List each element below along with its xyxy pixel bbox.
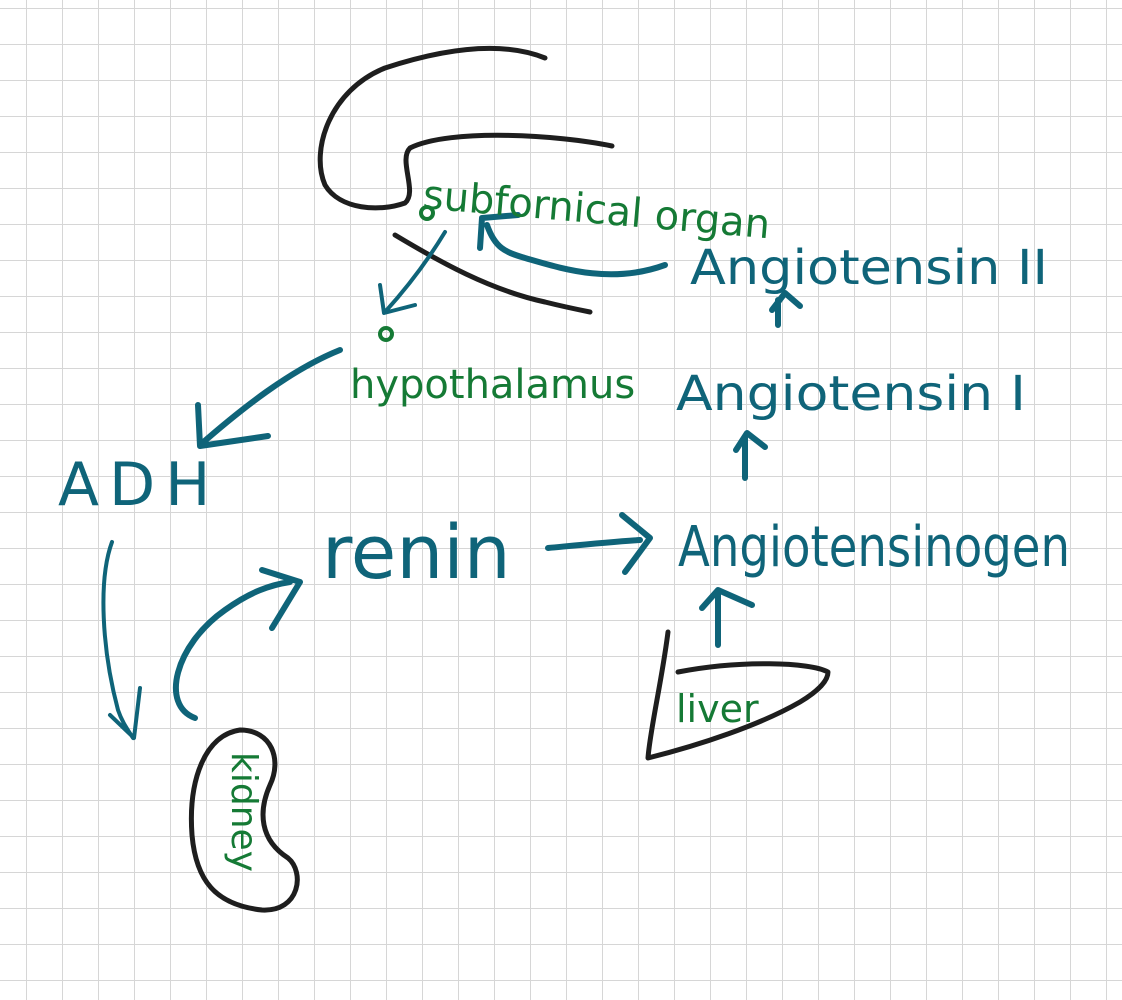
label-angiotensinogen: Angiotensinogen xyxy=(678,515,1070,580)
arrow-subfornical-to-hypothalamus xyxy=(378,230,447,315)
label-subfornical-organ: subfornical organ xyxy=(421,172,772,248)
label-renin: renin xyxy=(322,510,511,596)
arrow-kidney-to-renin xyxy=(172,567,303,721)
arrow-hypothalamus-to-adh xyxy=(195,347,343,449)
subfornical-organ-dot xyxy=(419,205,435,221)
arrow-angiotensinogen-to-angiotensin1 xyxy=(733,430,768,481)
hypothalamus-dot xyxy=(378,326,394,342)
brain-outline xyxy=(317,46,615,211)
arrow-angiotensin1-to-angiotensin2 xyxy=(769,290,803,328)
arrow-liver-to-angiotensinogen xyxy=(699,587,755,648)
label-angiotensin-2: Angiotensin II xyxy=(690,240,1048,296)
brain-lower-curve xyxy=(392,232,593,315)
label-kidney: kidney xyxy=(223,752,264,872)
arrow-adh-to-kidney xyxy=(101,540,142,740)
arrow-angiotensin2-to-subfornical xyxy=(477,212,668,278)
label-liver: liver xyxy=(676,687,759,731)
label-angiotensin-1: Angiotensin I xyxy=(676,366,1026,422)
arrow-renin-to-angiotensinogen xyxy=(545,512,653,575)
kidney-outline xyxy=(188,727,300,913)
liver-outline xyxy=(645,629,831,761)
label-hypothalamus: hypothalamus xyxy=(350,362,635,408)
label-adh: ADH xyxy=(58,450,220,520)
